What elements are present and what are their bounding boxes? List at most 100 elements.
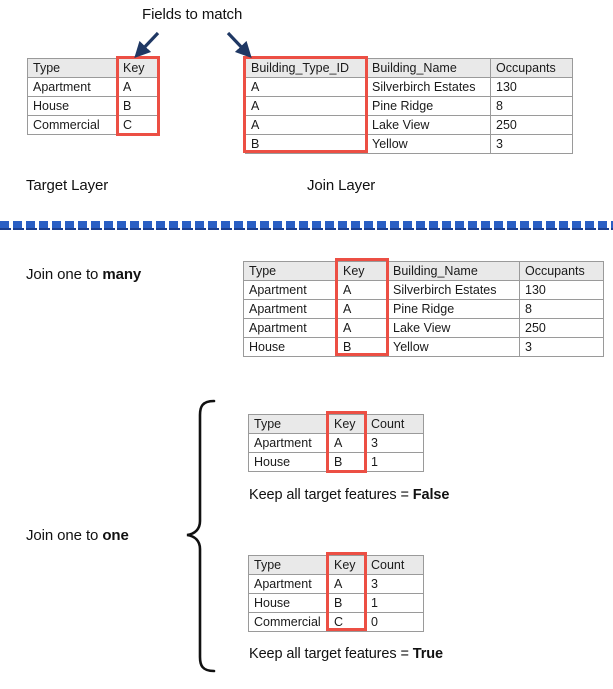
keep-all-false-prefix: Keep all target features = [249,487,413,503]
cell-key: B [328,452,366,472]
table-header-row: Type Key [27,58,158,78]
cell-building-type-id: B [245,134,367,154]
table-row: Apartment A Lake View 250 [243,318,604,338]
cell-type: House [243,337,338,357]
target-layer-table: Type Key Apartment A House B Commercial … [27,58,158,135]
cell-key: C [328,612,366,632]
cell-type: Apartment [243,299,338,319]
cell-building-type-id: A [245,77,367,97]
column-header-occupants: Occupants [519,261,604,281]
column-header-type: Type [243,261,338,281]
table-row: A Silverbirch Estates 130 [245,77,573,97]
cell-key: A [337,299,388,319]
cell-occupants: 130 [490,77,573,97]
cell-count: 3 [365,574,424,594]
one-to-one-false-table: Type Key Count Apartment A 3 House B 1 [248,414,424,472]
cell-type: Commercial [248,612,329,632]
join-one-to-one-label: Join one to one [26,527,129,544]
fields-to-match-label: Fields to match [142,6,243,23]
cell-key: A [117,77,158,97]
cell-building-name: Lake View [366,115,491,135]
table-row: House B [27,96,158,116]
column-header-count: Count [365,414,424,434]
cell-building-name: Pine Ridge [366,96,491,116]
cell-building-name: Pine Ridge [387,299,520,319]
target-layer-table-wrapper: Type Key Apartment A House B Commercial … [27,56,160,136]
table-row: House B 1 [248,452,424,472]
cell-type: House [27,96,118,116]
keep-all-true-strong: True [412,646,443,662]
one-to-one-true-table: Type Key Count Apartment A 3 House B 1 C… [248,555,424,632]
column-header-key: Key [337,261,388,281]
column-header-building-name: Building_Name [366,58,491,78]
one-to-one-false-table-wrapper: Type Key Count Apartment A 3 House B 1 [248,411,424,473]
column-header-type: Type [248,414,329,434]
join-layer-table-wrapper: Building_Type_ID Building_Name Occupants… [243,56,573,154]
cell-building-name: Yellow [387,337,520,357]
cell-key: B [337,337,388,357]
column-header-type: Type [248,555,329,575]
one-to-many-table: Type Key Building_Name Occupants Apartme… [243,261,604,357]
table-row: Apartment A 3 [248,433,424,453]
arrow-down-right-icon [226,31,252,59]
cell-type: Commercial [27,115,118,135]
cell-key: A [337,280,388,300]
cell-key: C [117,115,158,135]
cell-occupants: 250 [490,115,573,135]
cell-type: House [248,593,329,613]
table-header-row: Type Key Count [248,414,424,434]
cell-occupants: 3 [519,337,604,357]
table-header-row: Type Key Building_Name Occupants [243,261,604,281]
curly-brace-icon [186,399,216,673]
cell-occupants: 3 [490,134,573,154]
cell-count: 3 [365,433,424,453]
table-row: Commercial C 0 [248,612,424,632]
join-layer-table: Building_Type_ID Building_Name Occupants… [245,58,573,154]
dashed-divider-icon [0,221,613,228]
cell-type: Apartment [248,433,329,453]
keep-all-target-features-true-label: Keep all target features = True [249,646,443,662]
cell-occupants: 8 [490,96,573,116]
cell-occupants: 130 [519,280,604,300]
table-row: Apartment A 3 [248,574,424,594]
table-row: B Yellow 3 [245,134,573,154]
cell-type: Apartment [243,280,338,300]
cell-count: 1 [365,452,424,472]
cell-key: B [117,96,158,116]
cell-building-name: Yellow [366,134,491,154]
cell-count: 1 [365,593,424,613]
cell-building-name: Silverbirch Estates [366,77,491,97]
cell-building-type-id: A [245,96,367,116]
dashed-divider-underline-icon [0,228,613,230]
keep-all-false-strong: False [412,487,450,503]
one-to-one-true-table-wrapper: Type Key Count Apartment A 3 House B 1 C… [248,552,424,632]
column-header-building-name: Building_Name [387,261,520,281]
cell-type: Apartment [27,77,118,97]
column-header-type: Type [27,58,118,78]
cell-key: A [328,574,366,594]
cell-building-name: Lake View [387,318,520,338]
cell-key: B [328,593,366,613]
join-one-to-many-label: Join one to many [26,266,141,283]
table-row: House B 1 [248,593,424,613]
table-row: Apartment A Silverbirch Estates 130 [243,280,604,300]
table-row: Commercial C [27,115,158,135]
arrow-down-left-icon [134,31,160,59]
cell-occupants: 250 [519,318,604,338]
cell-building-type-id: A [245,115,367,135]
table-row: House B Yellow 3 [243,337,604,357]
one-to-many-table-wrapper: Type Key Building_Name Occupants Apartme… [243,258,604,357]
cell-count: 0 [365,612,424,632]
column-header-key: Key [117,58,158,78]
join-one-to-one-strong: one [102,527,129,544]
column-header-building-type-id: Building_Type_ID [245,58,367,78]
cell-type: House [248,452,329,472]
cell-key: A [337,318,388,338]
cell-type: Apartment [243,318,338,338]
table-header-row: Building_Type_ID Building_Name Occupants [245,58,573,78]
join-layer-label: Join Layer [307,177,376,194]
table-row: A Lake View 250 [245,115,573,135]
join-one-to-one-prefix: Join one to [26,527,103,544]
join-one-to-many-strong: many [102,266,142,283]
keep-all-true-prefix: Keep all target features = [249,646,413,662]
